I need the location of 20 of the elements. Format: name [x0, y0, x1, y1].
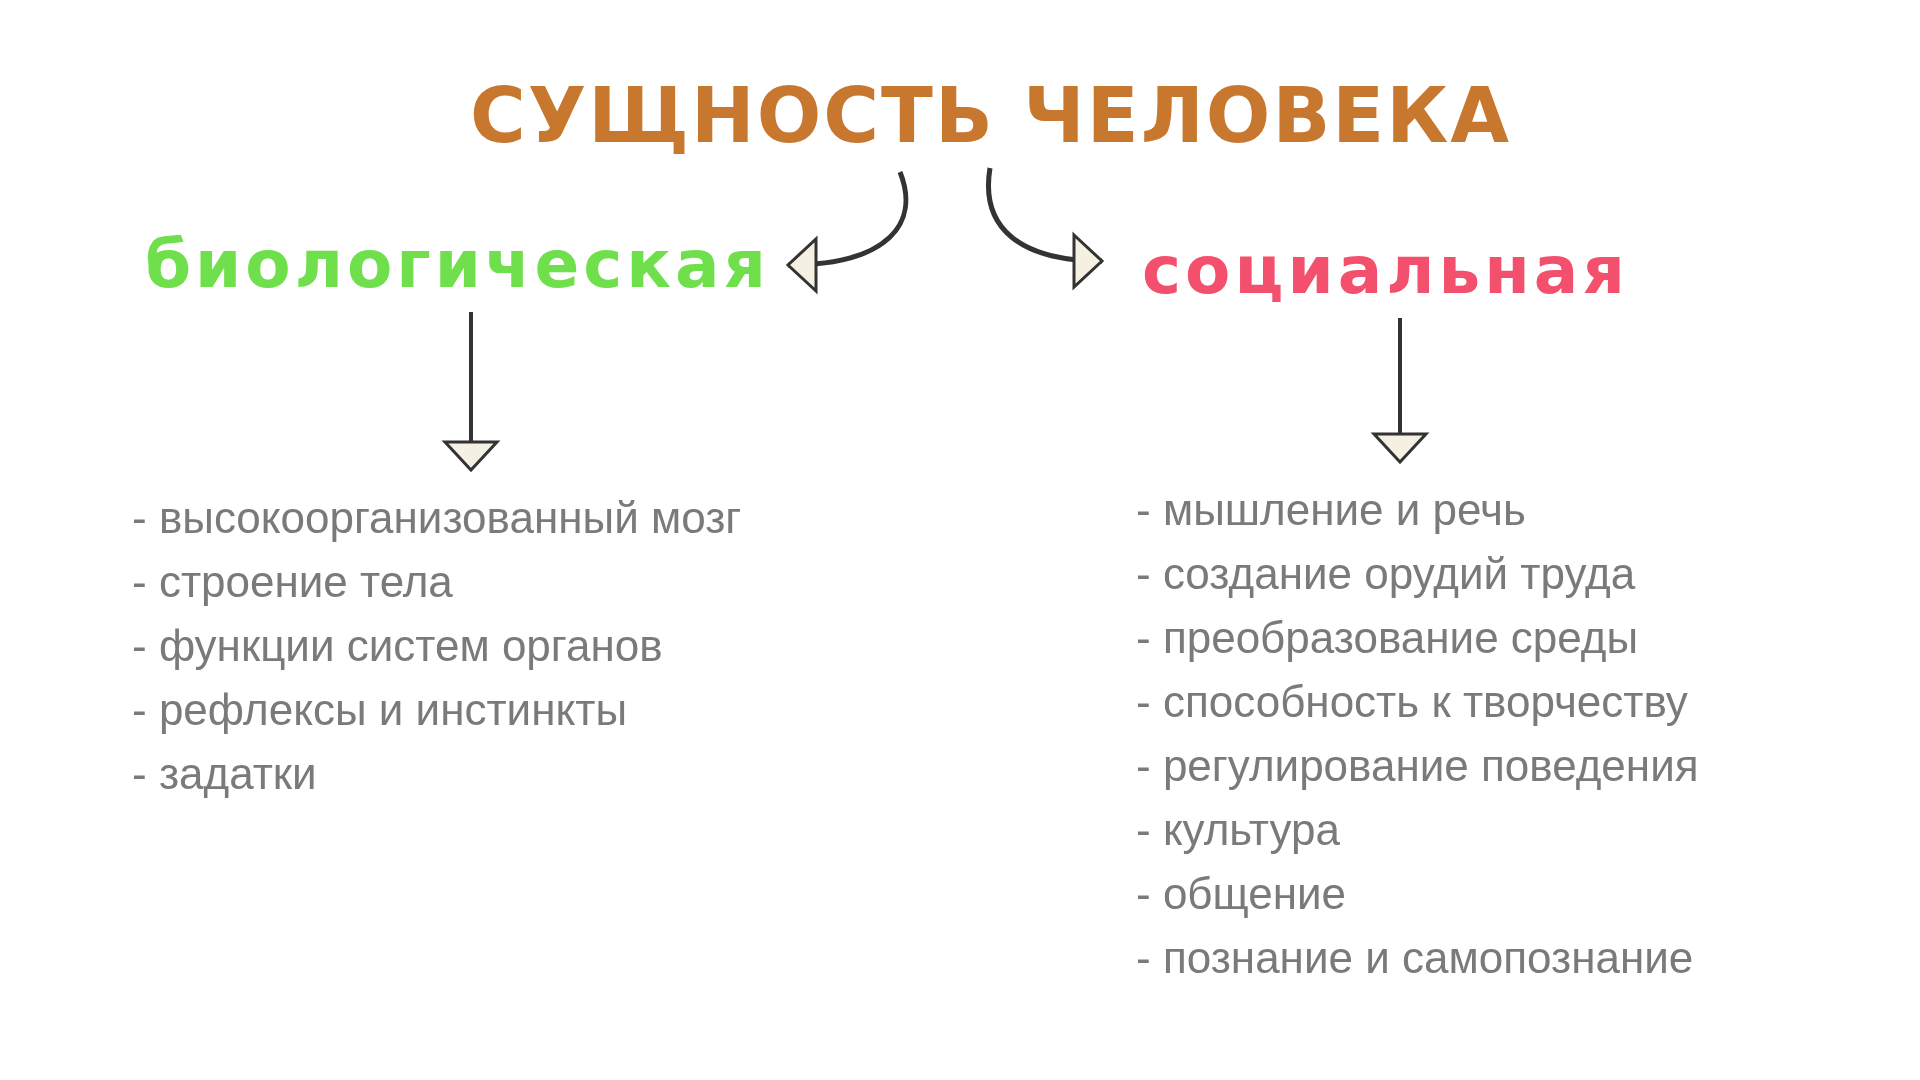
arrow: [443, 312, 499, 472]
title: СУЩНОСТЬ ЧЕЛОВЕКА: [470, 78, 1512, 154]
list-item: - способность к творчеству: [1136, 676, 1689, 728]
category-heading: социальная: [1142, 238, 1629, 304]
arrow: [786, 171, 909, 292]
list-item: - регулирование поведения: [1136, 740, 1699, 792]
list-item: - функции систем органов: [132, 620, 664, 672]
arrow: [1372, 318, 1428, 464]
list-item: - мышление и речь: [1136, 484, 1527, 536]
list-item: - строение тела: [132, 556, 454, 608]
list-item: - задатки: [132, 748, 318, 800]
list-item: - общение: [1136, 868, 1348, 920]
list-item: - рефлексы и инстинкты: [132, 684, 629, 736]
list-item: - познание и самопознание: [1136, 932, 1695, 984]
list-item: - создание орудий труда: [1136, 548, 1637, 600]
list-item: - культура: [1136, 804, 1341, 856]
list-item: - высокоорганизованный мозг: [132, 492, 742, 544]
category-heading: биологическая: [145, 232, 770, 298]
list-item: - преобразование среды: [1136, 612, 1640, 664]
arrow: [986, 167, 1104, 288]
